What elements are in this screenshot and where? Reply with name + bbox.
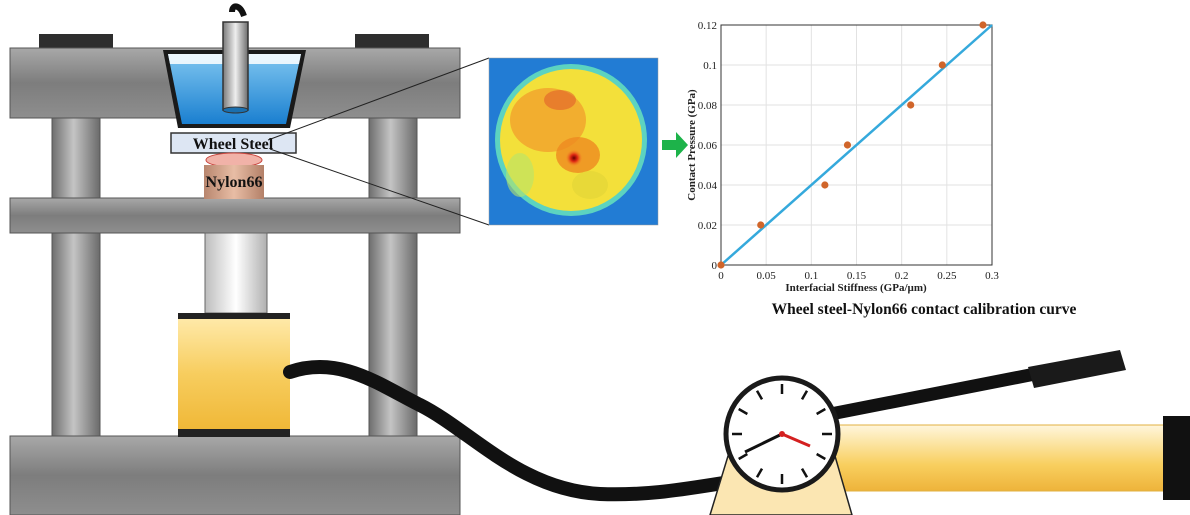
fit-line <box>720 24 993 266</box>
top-pad-right <box>355 34 429 49</box>
gauge-tick <box>755 390 764 400</box>
ultrasonic-probe <box>222 3 249 114</box>
gauge-tick <box>738 452 748 461</box>
piston-rod <box>204 232 268 314</box>
data-point <box>979 21 987 29</box>
y-tick-label: 0.12 <box>698 20 717 32</box>
pump-reservoir <box>804 424 1168 492</box>
y-tick-label: 0.1 <box>703 60 717 72</box>
chart-axes-box <box>720 24 993 266</box>
nylon-specimen: Nylon66 <box>204 165 264 199</box>
gauge-needle-red <box>781 432 811 448</box>
nylon-label: Nylon66 <box>206 174 263 191</box>
y-tick-labels: 0 0.02 0.04 0.06 0.08 0.1 0.12 <box>698 20 718 272</box>
wheel-steel-specimen: Wheel Steel <box>170 132 297 154</box>
y-tick-label: 0.08 <box>698 100 718 112</box>
data-point <box>821 181 829 189</box>
hydraulic-cylinder <box>178 313 290 437</box>
x-tick-label: 0.15 <box>847 270 867 282</box>
wheel-steel-label: Wheel Steel <box>193 136 274 153</box>
chart-caption: Wheel steel-Nylon66 contact calibration … <box>772 301 1077 318</box>
y-tick-label: 0.02 <box>698 220 717 232</box>
x-axis-label: Interfacial Stiffness (GPa/µm) <box>785 282 927 294</box>
y-axis-label: Contact Pressure (GPa) <box>686 89 698 201</box>
y-tick-label: 0.06 <box>698 140 718 152</box>
data-point <box>843 141 852 149</box>
calibration-chart: 0 0.05 0.1 0.15 0.2 0.25 0.3 0 0.02 0.04 0.06 0.08… <box>686 20 999 294</box>
x-tick-labels: 0 0.05 0.1 0.15 0.2 0.25 0.3 <box>718 270 999 282</box>
y-tick-label: 0 <box>712 260 718 272</box>
arrow-icon <box>662 132 688 158</box>
pressure-gauge <box>723 375 841 493</box>
hand-pump <box>709 350 1190 515</box>
pump-handle-grip <box>1028 350 1126 388</box>
y-tick-label: 0.04 <box>698 180 718 192</box>
x-tick-label: 0.05 <box>757 270 777 282</box>
data-point <box>717 261 725 269</box>
x-tick-label: 0.3 <box>985 270 999 282</box>
gauge-tick <box>800 390 809 400</box>
x-tick-label: 0.2 <box>895 270 909 282</box>
top-pad-left <box>39 34 113 49</box>
contact-map-border <box>488 57 659 226</box>
gauge-tick <box>755 468 764 478</box>
ultrasonic-contact-map <box>489 58 658 225</box>
data-point <box>757 221 765 229</box>
data-points <box>717 21 987 269</box>
zoom-lines <box>267 57 490 226</box>
gauge-tick <box>800 468 809 478</box>
base-plate <box>9 435 461 515</box>
gauge-tick <box>816 407 826 416</box>
data-point <box>938 61 946 69</box>
x-tick-label: 0 <box>718 270 724 282</box>
reservoir-end-cap <box>1163 416 1190 500</box>
pillar-left <box>51 116 101 438</box>
gauge-tick <box>738 407 748 416</box>
contact-interface <box>205 152 263 168</box>
data-point <box>907 101 915 109</box>
gauge-needle-black <box>744 432 783 454</box>
x-tick-label: 0.25 <box>937 270 957 282</box>
hydraulic-hose <box>283 360 737 502</box>
middle-plate <box>9 197 461 234</box>
x-tick-label: 0.1 <box>804 270 818 282</box>
gauge-tick <box>816 452 826 461</box>
